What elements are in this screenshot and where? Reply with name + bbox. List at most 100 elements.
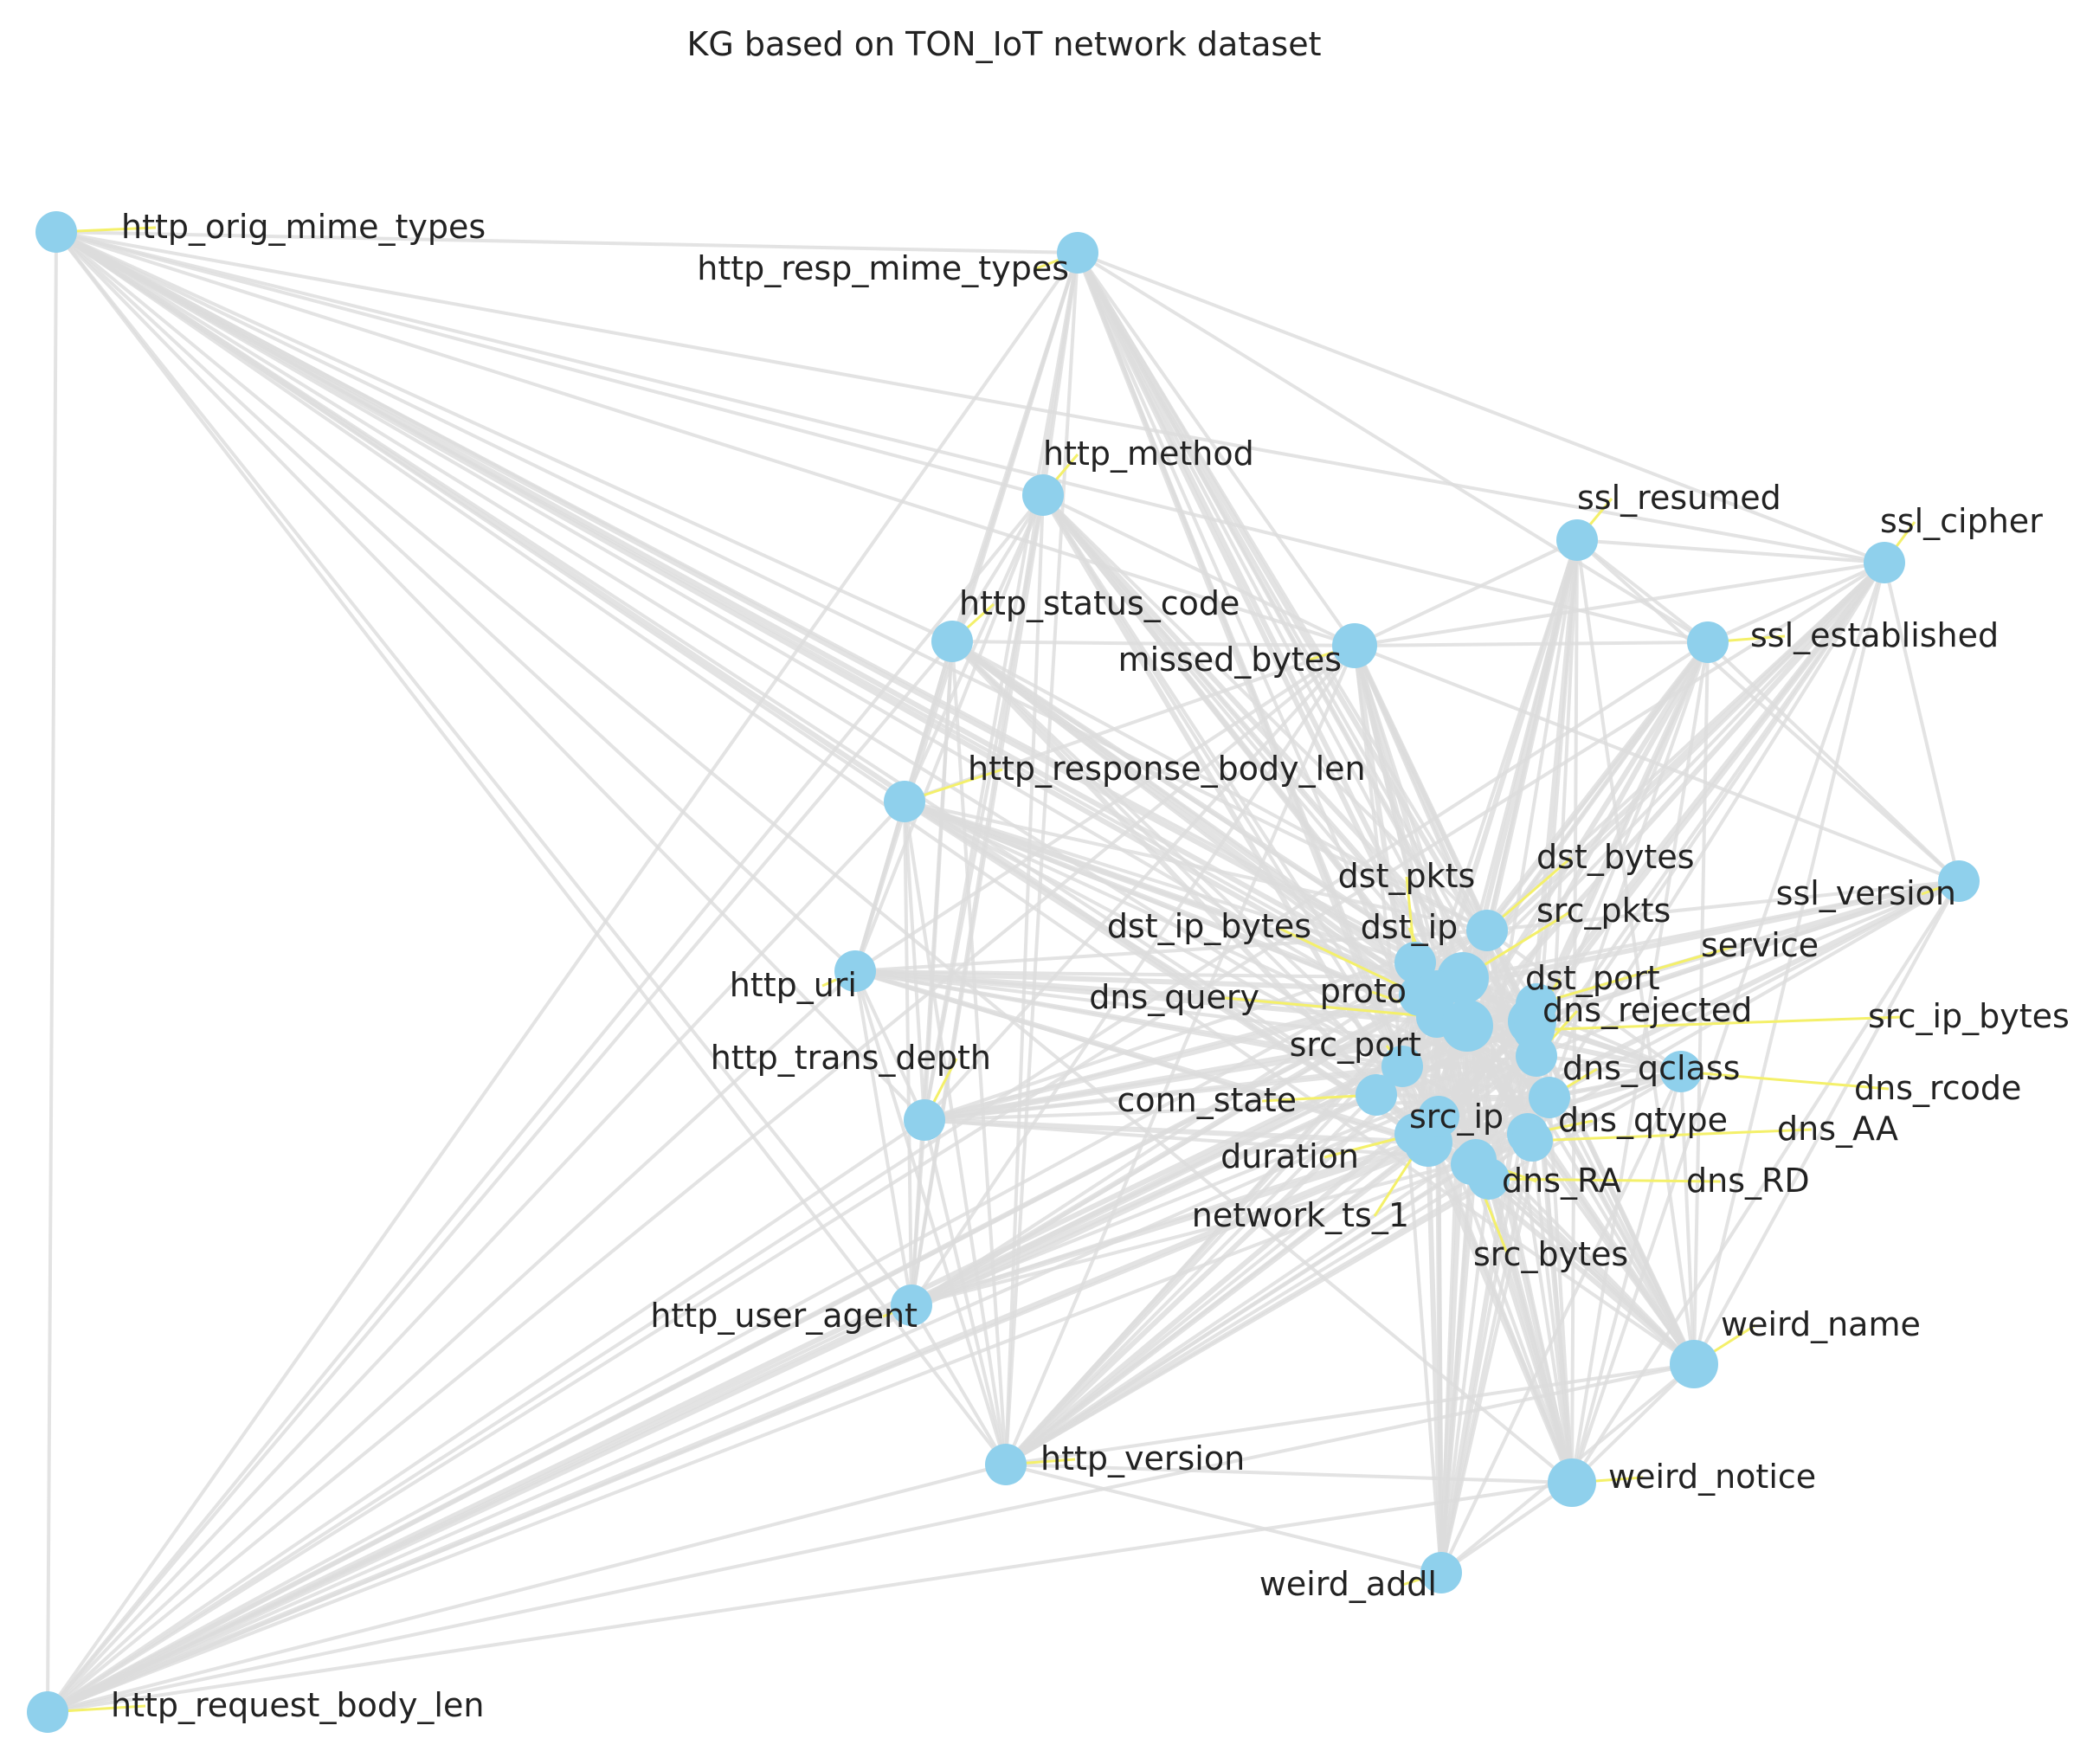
edge-ssl_cipher-ssl_version	[1883, 561, 1961, 883]
edge-dns_RD-dst_bytes	[1485, 929, 1491, 1181]
edge-http_method-missed_bytes	[1041, 493, 1356, 647]
node-label-http-user-agent: http_user_agent	[650, 1297, 918, 1335]
edge-weird_addl-src_bytes	[1439, 1162, 1473, 1574]
edge-http_trans_depth-http_user_agent	[910, 1118, 926, 1307]
edge-http_orig_mime_types-http_method	[55, 230, 1045, 497]
node-ssl-cipher	[1864, 542, 1905, 583]
edge-ssl_version-src_pkts	[1461, 879, 1961, 980]
edge-http_resp_mime_types-http_uri	[853, 251, 1079, 973]
node-ssl-resumed	[1556, 519, 1598, 561]
node-label-dns-qtype: dns_qtype	[1558, 1101, 1728, 1139]
edge-http_response_body_len-http_user_agent	[903, 800, 913, 1307]
node-label-dns-qclass: dns_qclass	[1562, 1049, 1740, 1087]
edge-http_resp_mime_types-src_pkts	[1076, 251, 1465, 980]
edge-missed_bytes-http_request_body_len	[46, 644, 1356, 1714]
node-label-http-orig-mime-types: http_orig_mime_types	[121, 208, 486, 246]
edge-http_user_agent-dst_bytes	[910, 929, 1489, 1307]
edge-ssl_resumed-ssl_version	[1575, 538, 1961, 883]
edge-weird_addl-network_ts_1	[1437, 1115, 1443, 1574]
node-label-ssl-cipher: ssl_cipher	[1880, 502, 2043, 540]
edge-weird_addl-weird_notice	[1439, 1481, 1574, 1574]
edge-http_orig_mime_types-http_uri	[55, 230, 857, 973]
node-src-ip-bytes	[1513, 1009, 1555, 1051]
node-label-dns-rejected: dns_rejected	[1542, 991, 1752, 1029]
edge-http_method-src_port	[1041, 493, 1404, 1068]
node-src-bytes	[1451, 1143, 1492, 1185]
edge-http_uri-http_trans_depth	[853, 969, 926, 1122]
edge-http_orig_mime_types-http_request_body_len	[46, 230, 58, 1714]
edge-http_method-http_user_agent	[910, 493, 1045, 1307]
edge-http_status_code-dst_bytes	[950, 640, 1489, 932]
edge-weird_notice-dns_qclass	[1548, 1096, 1574, 1484]
edge-ssl_cipher-http_resp_mime_types	[1076, 251, 1886, 564]
edge-http_request_body_len-src_pkts	[46, 976, 1465, 1714]
edge-dns_RD-weird_notice	[1487, 1177, 1574, 1484]
edge-http_orig_mime_types-dns_rejected	[55, 230, 1538, 1058]
node-label-service: service	[1701, 926, 1819, 964]
edge-http_request_body_len-dns_qclass	[46, 1096, 1551, 1714]
node-label-network-ts-1: network_ts_1	[1192, 1196, 1409, 1234]
edge-http_trans_depth-http_request_body_len	[46, 1118, 926, 1714]
edge-ssl_cipher-missed_bytes	[1353, 561, 1886, 647]
node-ssl-version	[1938, 860, 1980, 902]
node-label-http-uri: http_uri	[730, 966, 857, 1004]
edge-http_uri-dst_bytes	[853, 929, 1489, 973]
edge-dns_AA-weird_notice	[1530, 1139, 1574, 1484]
node-label-weird-notice: weird_notice	[1608, 1458, 1816, 1496]
node-http-uri	[834, 950, 876, 992]
edge-http_orig_mime_types-http_user_agent	[55, 230, 913, 1307]
edge-ssl_version-dns_qclass	[1548, 879, 1961, 1099]
edge-ssl_cipher-dst_bytes	[1485, 561, 1886, 932]
edge-weird_name-http_orig_mime_types	[55, 230, 1696, 1366]
edge-ssl_established-dst_bytes	[1485, 641, 1710, 932]
edge-ssl_resumed-missed_bytes	[1353, 538, 1579, 647]
node-http-method	[1022, 474, 1064, 516]
edge-ssl_version-weird_name	[1692, 879, 1961, 1366]
label-link-service	[1536, 944, 1736, 1006]
edge-missed_bytes-http_response_body_len	[903, 644, 1356, 803]
node-label-ssl-version: ssl_version	[1776, 874, 1956, 912]
edge-http_response_body_len-http_trans_depth	[903, 800, 926, 1122]
edge-http_orig_mime_types-http_response_body_len	[55, 230, 906, 803]
node-label-dns-RA: dns_RA	[1502, 1162, 1621, 1200]
edge-http_method-http_trans_depth	[923, 493, 1045, 1122]
edge-http_orig_mime_types-dst_bytes	[55, 230, 1489, 932]
edge-ssl_cipher-http_orig_mime_types	[55, 230, 1886, 564]
node-label-conn-state: conn_state	[1117, 1081, 1297, 1119]
edge-missed_bytes-http_version	[1004, 644, 1356, 1466]
edge-weird_name-http_request_body_len	[46, 1362, 1696, 1714]
node-weird-notice	[1548, 1458, 1596, 1507]
node-dns-qclass	[1529, 1077, 1570, 1118]
node-label-src-bytes: src_bytes	[1473, 1235, 1628, 1273]
edge-weird_addl-http_version	[1004, 1463, 1443, 1574]
edge-ssl_version-weird_notice	[1570, 879, 1961, 1484]
node-label-src-ip-bytes: src_ip_bytes	[1868, 997, 2070, 1035]
edge-http_version-http_request_body_len	[46, 1463, 1008, 1714]
edge-http_response_body_len-src_pkts	[903, 800, 1465, 980]
node-http-response-body-len	[884, 781, 925, 822]
edge-http_user_agent-http_request_body_len	[46, 1304, 913, 1714]
edge-http_response_body_len-http_uri	[853, 800, 906, 973]
label-link-dns_rcode	[1680, 1070, 1890, 1091]
edge-dns_AA-http_version	[1004, 1139, 1534, 1466]
node-label-dns-rcode: dns_rcode	[1854, 1069, 2021, 1107]
node-label-missed-bytes: missed_bytes	[1118, 641, 1342, 679]
edge-dns_rcode-weird_notice	[1570, 1070, 1683, 1484]
node-src-port	[1381, 1046, 1423, 1087]
node-label-duration: duration	[1220, 1137, 1359, 1175]
edge-ssl_established-missed_bytes	[1353, 641, 1710, 647]
edge-dns_RD-weird_addl	[1439, 1177, 1491, 1574]
node-dns-rcode	[1660, 1051, 1702, 1092]
edge-http_trans_depth-src_pkts	[923, 976, 1465, 1122]
edge-ssl_established-http_orig_mime_types	[55, 230, 1710, 644]
node-proto	[1441, 1000, 1493, 1052]
edge-http_uri-http_version	[853, 969, 1008, 1466]
edge-http_user_agent-http_version	[910, 1304, 1008, 1466]
label-link-dst_ip_bytes	[1276, 925, 1420, 997]
figure-title: KG based on TON_IoT network dataset	[686, 25, 1321, 63]
label-link-dns_RD	[1488, 1177, 1722, 1183]
edge-ssl_resumed-ssl_cipher	[1575, 538, 1886, 564]
edge-http_response_body_len-dst_bytes	[903, 800, 1489, 932]
edge-http_orig_mime_types-http_resp_mime_types	[55, 230, 1079, 254]
